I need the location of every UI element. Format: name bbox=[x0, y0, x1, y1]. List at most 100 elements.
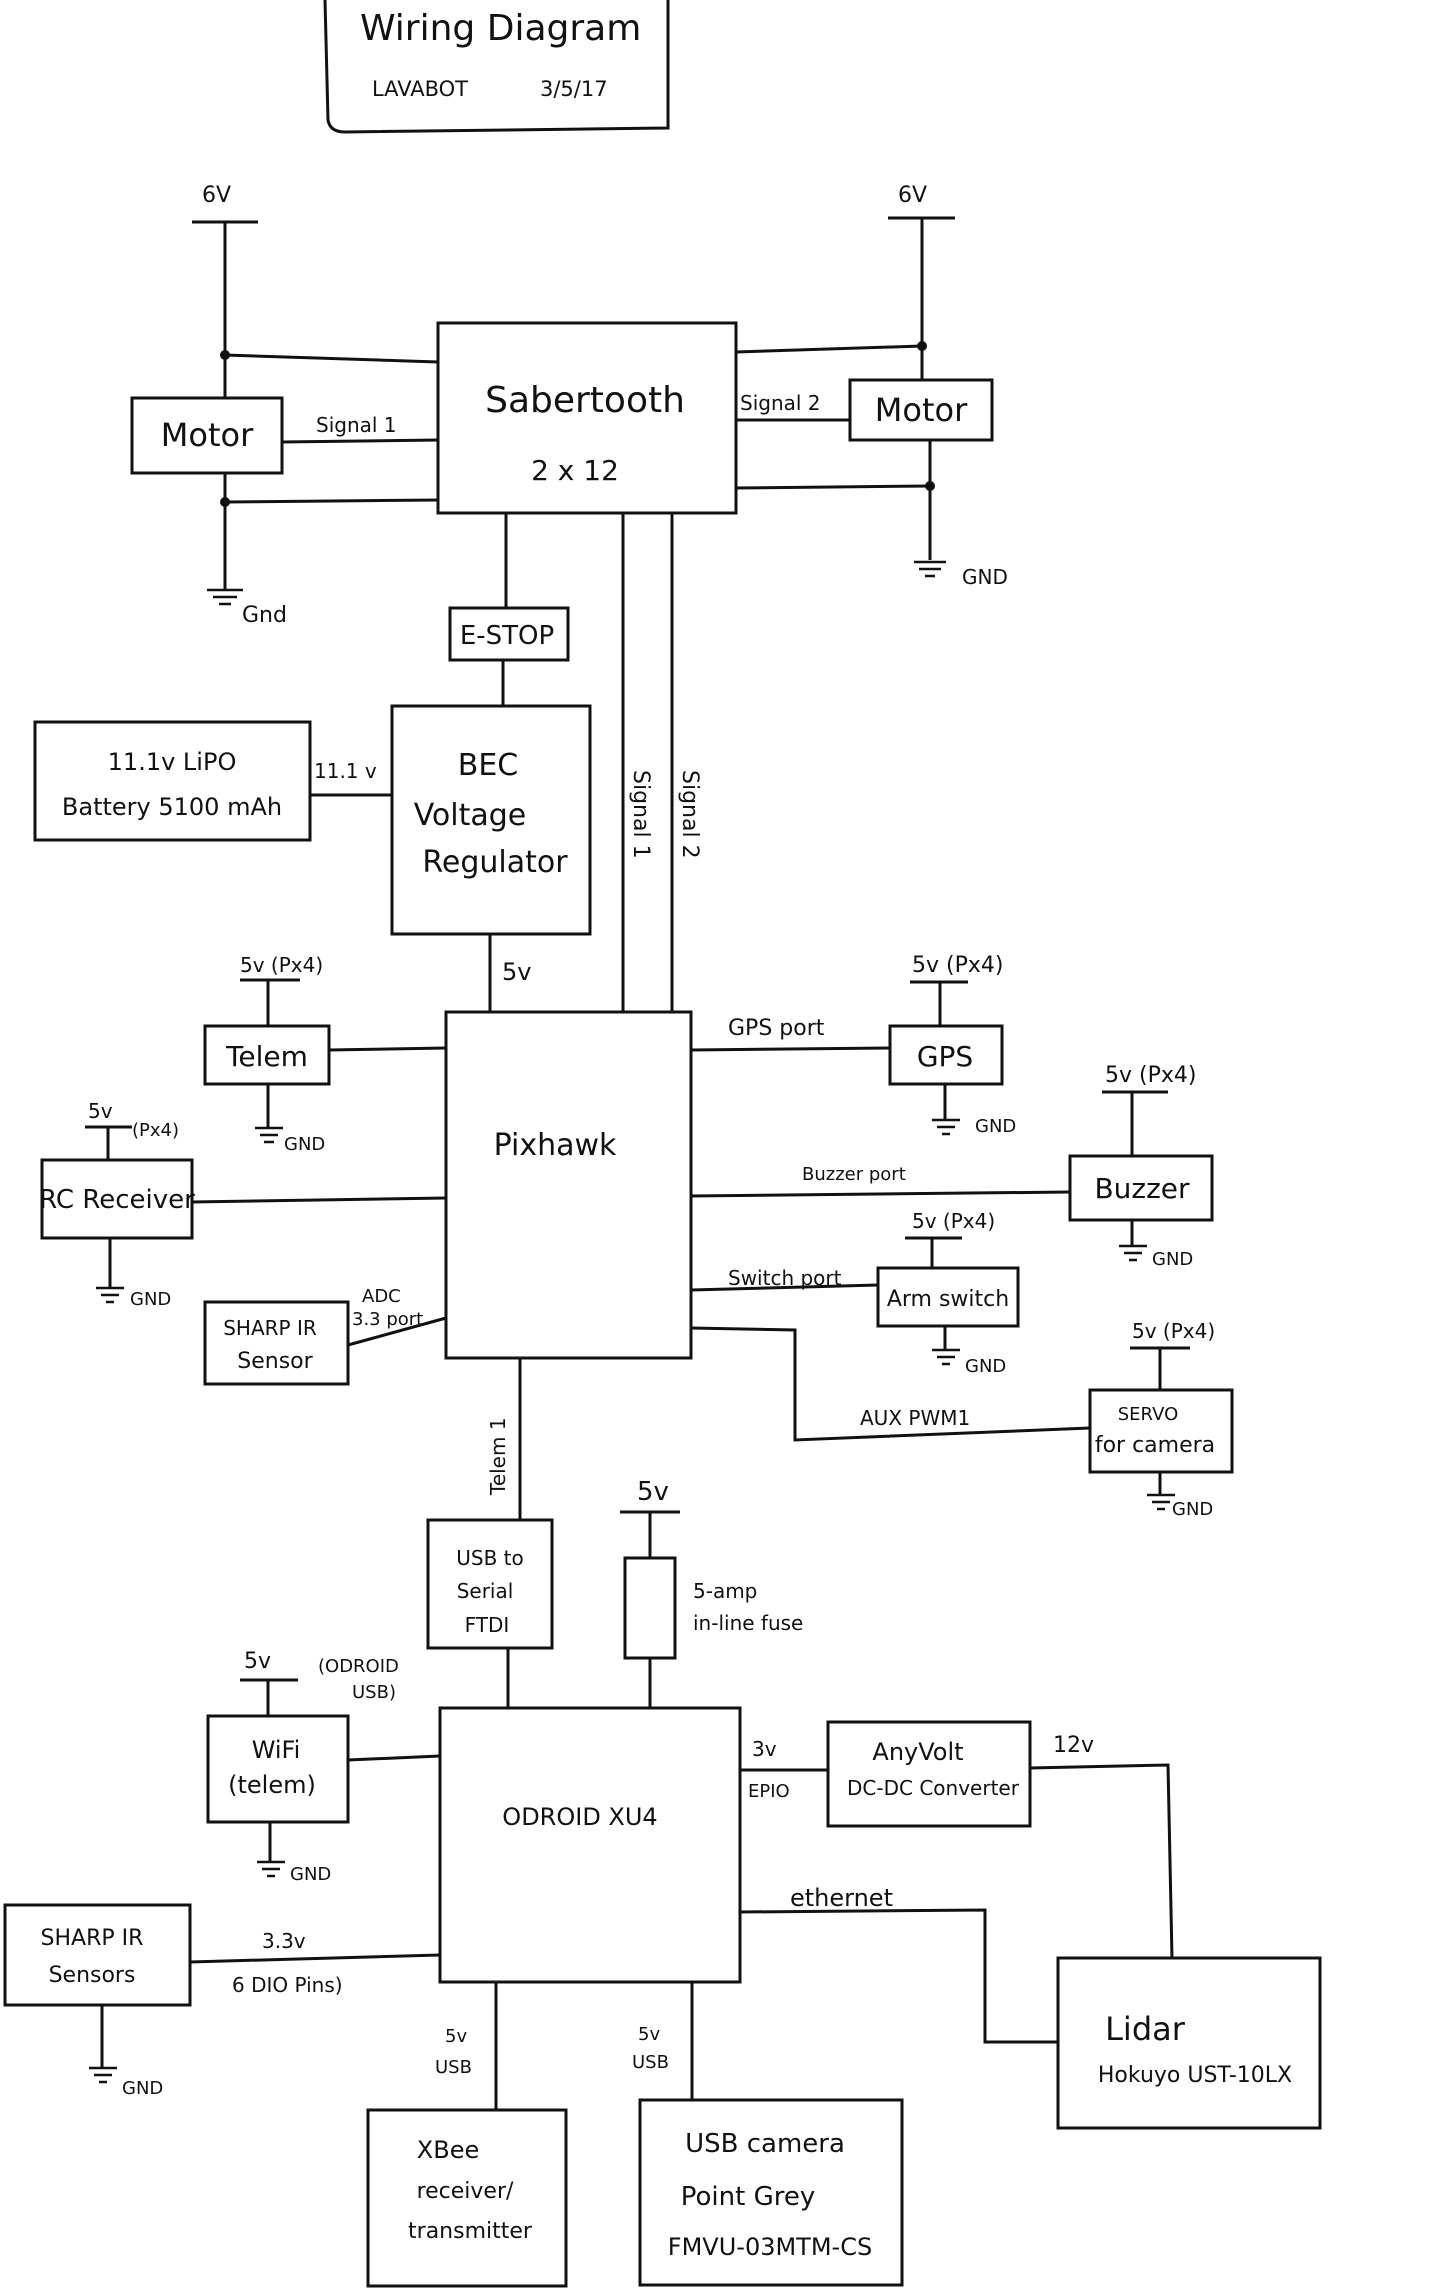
fuse-5v-label: 5v bbox=[637, 1477, 669, 1507]
sabertooth-model: 2 x 12 bbox=[531, 454, 619, 487]
gnd-motor-right-symbol bbox=[914, 560, 946, 578]
diagram-title: Wiring Diagram bbox=[360, 8, 641, 49]
arm-switch-box bbox=[876, 1266, 1020, 1328]
sharp-ir-sensor-line1: SHARP IR bbox=[223, 1316, 317, 1340]
wifi-line1: WiFi bbox=[252, 1736, 301, 1764]
rc-receiver-label: RC Receiver bbox=[39, 1185, 195, 1215]
lidar-box bbox=[1056, 1956, 1322, 2130]
aux-pwm-label: AUX PWM1 bbox=[860, 1406, 970, 1430]
wifi-5v-label: 5v bbox=[244, 1649, 271, 1674]
odroid-epio-label: EPIO bbox=[748, 1781, 790, 1802]
signal1-label: Signal 1 bbox=[316, 413, 397, 437]
pixhawk-label: Pixhawk bbox=[494, 1128, 617, 1163]
gps-label: GPS bbox=[917, 1040, 973, 1073]
servo-line2: for camera bbox=[1095, 1433, 1215, 1458]
sharp-ir-sensors-box bbox=[3, 1903, 192, 2007]
estop-box bbox=[448, 606, 570, 662]
buzzer-port-label: Buzzer port bbox=[802, 1164, 906, 1185]
xbee-usb-label: USB bbox=[435, 2057, 472, 2078]
sharp-ir-sensors-line1: SHARP IR bbox=[41, 1926, 144, 1951]
project-name: LAVABOT bbox=[372, 77, 468, 101]
estop-label: E-STOP bbox=[460, 621, 554, 651]
pixhawk-box bbox=[444, 1010, 693, 1360]
sharp-ir-sensor-group: SHARP IR Sensor ADC 3.3 port bbox=[203, 1286, 447, 1386]
diagram-date: 3/5/17 bbox=[540, 77, 608, 101]
xbee-line3: transmitter bbox=[408, 2219, 533, 2244]
wifi-group: 5v (ODROID USB) WiFi (telem) GND bbox=[206, 1649, 441, 1885]
gps-5v-label: 5v (Px4) bbox=[912, 953, 1003, 978]
ethernet-label: ethernet bbox=[790, 1884, 893, 1912]
motor-left-label: Motor bbox=[161, 416, 254, 454]
motor-left-group: 6V Motor Signal 1 Gnd bbox=[130, 183, 439, 628]
switch-port-label: Switch port bbox=[728, 1266, 842, 1290]
bec-line2: Voltage bbox=[414, 798, 527, 833]
rc-5v-label: 5v bbox=[88, 1099, 113, 1123]
gps-box bbox=[888, 1024, 1004, 1086]
usb-serial-line2: Serial bbox=[457, 1579, 514, 1603]
usb-camera-line3: FMVU-03MTM-CS bbox=[668, 2233, 872, 2261]
telem1-label: Telem 1 bbox=[486, 1417, 510, 1496]
battery-bec-voltage-label: 11.1 v bbox=[314, 759, 377, 783]
telem-label: Telem bbox=[225, 1040, 308, 1073]
usb-camera-line2: Point Grey bbox=[681, 2182, 815, 2212]
fuse-line2: in-line fuse bbox=[693, 1611, 803, 1635]
odroid-3v-label: 3v bbox=[752, 1737, 777, 1761]
rc-receiver-box bbox=[40, 1158, 194, 1240]
telem-group: 5v (Px4) Telem GND bbox=[203, 953, 447, 1155]
bec-box bbox=[390, 704, 592, 936]
rc-receiver-group: 5v (Px4) RC Receiver GND bbox=[39, 1099, 447, 1310]
lidar-line1: Lidar bbox=[1105, 2010, 1186, 2048]
signal1-vertical-label: Signal 1 bbox=[628, 770, 653, 859]
usb-serial-line1: USB to bbox=[456, 1546, 524, 1570]
arm-switch-group: 5v (Px4) Arm switch Switch port GND bbox=[690, 1209, 1020, 1377]
arm-switch-label: Arm switch bbox=[887, 1287, 1009, 1312]
rc-px4-label: (Px4) bbox=[132, 1120, 179, 1141]
rc-gnd-label: GND bbox=[130, 1289, 171, 1310]
xbee-usb-5v-label: 5v bbox=[445, 2026, 467, 2047]
adc-port-label: 3.3 port bbox=[352, 1309, 423, 1330]
lidar-line2: Hokuyo UST-10LX bbox=[1098, 2063, 1292, 2088]
sharp-ir-sensor-box bbox=[203, 1300, 350, 1386]
sharp-ir-sensor-line2: Sensor bbox=[237, 1349, 313, 1374]
camera-usb-5v-label: 5v bbox=[638, 2024, 660, 2045]
sabertooth-box bbox=[436, 321, 738, 515]
adc-label: ADC bbox=[362, 1286, 401, 1307]
six-v-left-label: 6V bbox=[202, 183, 231, 208]
anyvolt-line1: AnyVolt bbox=[872, 1738, 963, 1766]
gnd-motor-left-symbol bbox=[207, 588, 243, 606]
title-block: Wiring Diagram LAVABOT 3/5/17 bbox=[323, 0, 670, 134]
gnd-motor-left-label: Gnd bbox=[242, 603, 287, 628]
gnd-motor-right-label: GND bbox=[962, 565, 1008, 589]
bec-pixhawk-voltage-label: 5v bbox=[502, 958, 531, 986]
sabertooth-name: Sabertooth bbox=[485, 380, 685, 421]
usb-camera-line1: USB camera bbox=[685, 2129, 845, 2159]
usb-serial-line3: FTDI bbox=[465, 1613, 510, 1637]
wifi-gnd-label: GND bbox=[290, 1864, 331, 1885]
buzzer-5v-label: 5v (Px4) bbox=[1105, 1063, 1196, 1088]
gps-port-label: GPS port bbox=[728, 1016, 825, 1041]
motor-right-label: Motor bbox=[875, 391, 968, 429]
odroid-label: ODROID XU4 bbox=[502, 1803, 657, 1831]
buzzer-box bbox=[1068, 1154, 1214, 1222]
xbee-box bbox=[366, 2108, 568, 2288]
buzzer-group: 5v (Px4) Buzzer Buzzer port GND bbox=[690, 1063, 1214, 1270]
battery-line2: Battery 5100 mAh bbox=[62, 793, 282, 821]
sharp-dio-label: 6 DIO Pins) bbox=[232, 1973, 343, 1997]
buzzer-gnd-label: GND bbox=[1152, 1249, 1193, 1270]
telem-gnd-label: GND bbox=[284, 1134, 325, 1155]
wifi-line2: (telem) bbox=[228, 1771, 316, 1799]
servo-5v-label: 5v (Px4) bbox=[1132, 1319, 1215, 1343]
xbee-line1: XBee bbox=[417, 2136, 479, 2164]
usb-serial-box bbox=[426, 1518, 554, 1650]
telem-5v-label: 5v (Px4) bbox=[240, 953, 323, 977]
motor-right-group: 6V Motor Signal 2 GND bbox=[735, 183, 1008, 589]
battery-box bbox=[33, 720, 312, 842]
signal2-label: Signal 2 bbox=[740, 391, 821, 415]
servo-group: 5v (Px4) SERVO for camera AUX PWM1 GND bbox=[690, 1319, 1234, 1520]
sharp-33v-label: 3.3v bbox=[262, 1929, 306, 1953]
servo-gnd-label: GND bbox=[1172, 1499, 1213, 1520]
arm-gnd-label: GND bbox=[965, 1356, 1006, 1377]
odroid-box bbox=[438, 1706, 742, 1984]
six-v-right-label: 6V bbox=[898, 183, 927, 208]
